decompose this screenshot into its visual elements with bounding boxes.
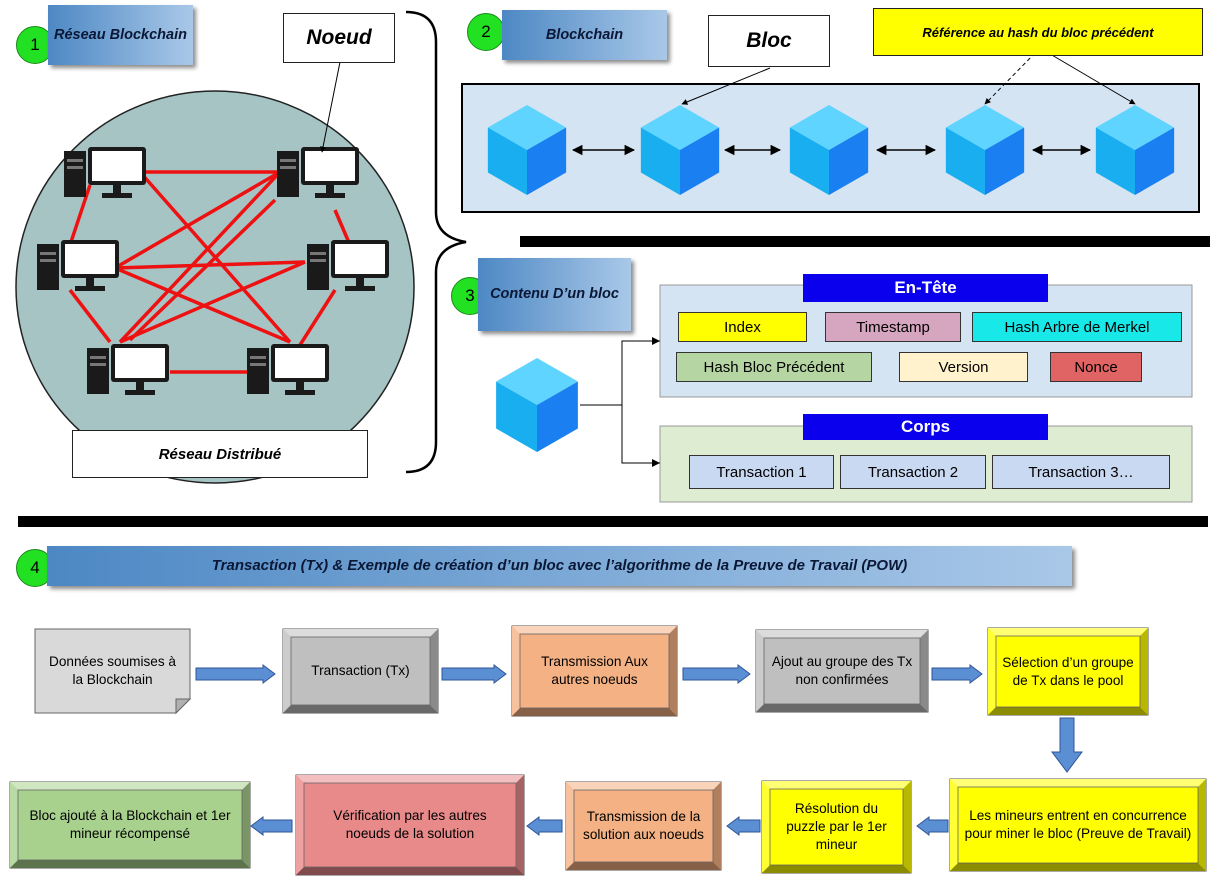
block-cube-icon: [789, 105, 869, 195]
section-title: Contenu D’un bloc: [478, 258, 631, 331]
network-footer-label: Réseau Distribué: [72, 430, 368, 478]
flow-bevel-shape: [565, 781, 722, 871]
hash-reference-label: Référence au hash du bloc précédent: [873, 8, 1203, 56]
header-field-nonce: Nonce: [1050, 352, 1142, 382]
flow-arrow: [526, 816, 563, 836]
flow-bevel-shape: [282, 628, 439, 714]
flow-bevel-shape: [987, 627, 1149, 716]
flow-bevel-shape: [511, 625, 678, 717]
header-field-previous-hash: Hash Bloc Précédent: [676, 352, 872, 382]
flow-bevel-shape: [295, 774, 525, 876]
body-transaction: Transaction 2: [840, 455, 986, 489]
block-cube-icon: [496, 358, 578, 452]
header-title: En-Tête: [803, 274, 1048, 302]
header-field-index: Index: [678, 312, 807, 342]
hash-ref-dashed-arrow: [984, 47, 1041, 105]
node-computer-icon: [277, 147, 359, 198]
flow-arrow: [682, 664, 751, 684]
section-number-badge: 2: [467, 13, 505, 51]
flow-arrow: [441, 664, 507, 684]
block-cube-icon: [1095, 105, 1175, 195]
section-title: Blockchain: [502, 10, 667, 60]
flow-step-label: Résolution du puzzle par le 1er mineur: [786, 801, 887, 852]
header-field-merkle-hash: Hash Arbre de Merkel: [972, 312, 1182, 342]
node-computer-icon: [247, 344, 329, 395]
node-label: Noeud: [283, 13, 395, 63]
flow-bevel-shape: [761, 780, 912, 874]
block-cube-icon: [496, 358, 578, 452]
separator-bar: [18, 516, 1208, 527]
flow-arrow: [1051, 717, 1083, 773]
flow-step-label: Sélection d’un groupe de Tx dans le pool: [1002, 654, 1134, 688]
connector-arrowhead: [652, 337, 660, 345]
flow-bevel-shape: [949, 778, 1207, 872]
flow-arrow: [195, 664, 276, 684]
bloc-label: Bloc: [708, 15, 830, 67]
connector-arrowhead: [652, 459, 660, 467]
header-field-timestamp: Timestamp: [825, 312, 961, 342]
flow-step-label: Ajout au groupe des Tx non confirmées: [771, 654, 913, 687]
flow-step-label: Transmission de la solution aux noeuds: [583, 809, 704, 842]
flow-step-label: Bloc ajouté à la Blockchain et 1er mineu…: [29, 808, 231, 841]
flow-document-shape: [34, 628, 192, 715]
pow-flow-shapes: [9, 625, 1207, 876]
pow-flow-arrows: [195, 664, 1083, 836]
body-transaction: Transaction 1: [689, 455, 834, 489]
block-cube-icon: [640, 105, 720, 195]
block-cube-icon: [487, 105, 567, 195]
flow-arrow: [250, 816, 293, 836]
flow-step-label: Transmission Aux autres noeuds: [541, 654, 648, 687]
header-field-version: Version: [899, 352, 1028, 382]
hash-ref-arrow: [1039, 47, 1136, 105]
flow-bevel-shape: [755, 629, 929, 713]
body-transaction: Transaction 3…: [992, 455, 1170, 489]
node-computer-icon: [307, 240, 389, 291]
node-computer-icon: [64, 147, 146, 198]
block-content-connector: [580, 340, 660, 464]
body-title: Corps: [803, 414, 1048, 440]
flow-bevel-shape: [9, 781, 251, 869]
network-links: [68, 170, 352, 374]
bloc-pointer-arrow: [681, 67, 771, 105]
flow-arrow: [726, 816, 761, 836]
flow-step-label: Les mineurs entrent en concurrence pour …: [964, 808, 1192, 841]
node-computer-icon: [37, 240, 119, 291]
node-pointer-arrow: [320, 61, 341, 153]
block-cube-icon: [945, 105, 1025, 195]
section-title: Transaction (Tx) & Exemple de création d…: [47, 546, 1072, 586]
section-title: Réseau Blockchain: [48, 5, 193, 65]
node-computer-icon: [87, 344, 169, 395]
flow-step-label: Données soumises à la Blockchain: [49, 654, 176, 687]
section-brace: [405, 10, 467, 474]
separator-bar: [520, 236, 1210, 247]
blockchain-blocks: [487, 105, 1175, 195]
flow-step-label: Transaction (Tx): [311, 663, 410, 679]
flow-step-label: Vérification par les autres noeuds de la…: [333, 808, 487, 841]
flow-arrow: [931, 664, 983, 684]
flow-arrow: [916, 816, 949, 836]
